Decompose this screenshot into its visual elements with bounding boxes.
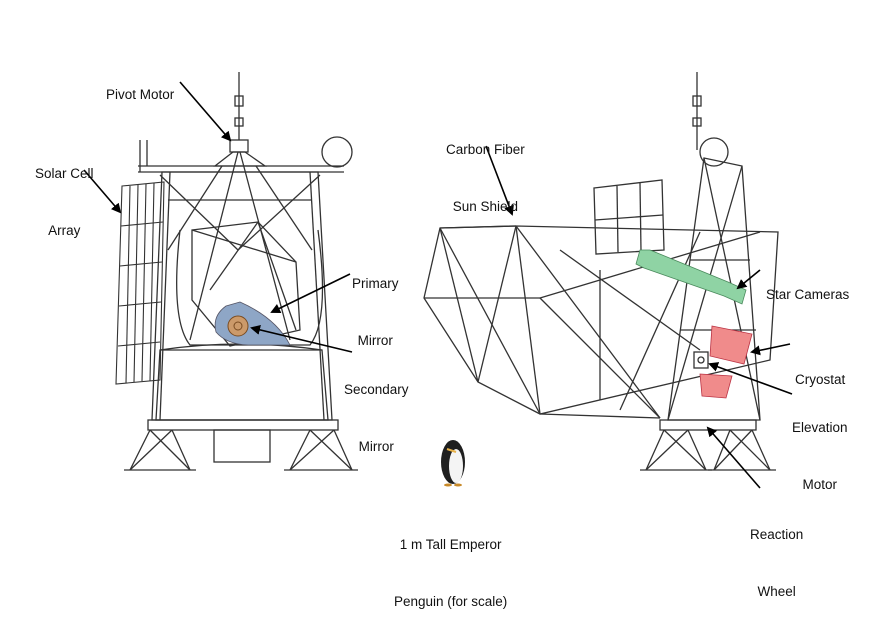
primary-mirror-arrow: [270, 273, 351, 313]
secondary-mirror-label: Secondary Mirror: [344, 382, 409, 454]
front-view-gondola: [124, 72, 358, 471]
elevation-motor-label: Elevation Motor: [792, 420, 848, 492]
secondary-mirror: [227, 315, 249, 337]
reaction-wheel-arrow: [706, 426, 761, 489]
solar-cell-array-arrow: [83, 169, 122, 214]
carbon-fiber-sun-shield-label: Carbon Fiber Sun Shield: [446, 142, 525, 214]
callout-arrows: [83, 81, 793, 489]
elevation-motor-arrow: [708, 362, 793, 395]
sun-shield-arrow: [485, 145, 514, 216]
star-cameras: [635, 249, 747, 305]
solar-cell-array: [115, 181, 165, 385]
penguin-icon: [441, 440, 465, 487]
star-cameras-arrow: [736, 269, 761, 290]
secondary-mirror-arrow: [250, 325, 353, 353]
pivot-motor-arrow: [179, 81, 232, 142]
primary-mirror-label: Primary Mirror: [352, 276, 399, 348]
side-view-gondola: [423, 72, 779, 471]
gondola-diagram: [83, 72, 793, 489]
cryostat-arrow: [750, 343, 791, 356]
cryostat-label: Cryostat: [795, 372, 846, 387]
pivot-motor-label: Pivot Motor: [106, 87, 175, 102]
solar-cell-array-label: Solar Cell Array: [35, 166, 94, 238]
star-cameras-label: Star Cameras: [766, 287, 850, 302]
cryostat: [699, 325, 753, 399]
penguin-caption: 1 m Tall Emperor Penguin (for scale): [394, 537, 508, 609]
